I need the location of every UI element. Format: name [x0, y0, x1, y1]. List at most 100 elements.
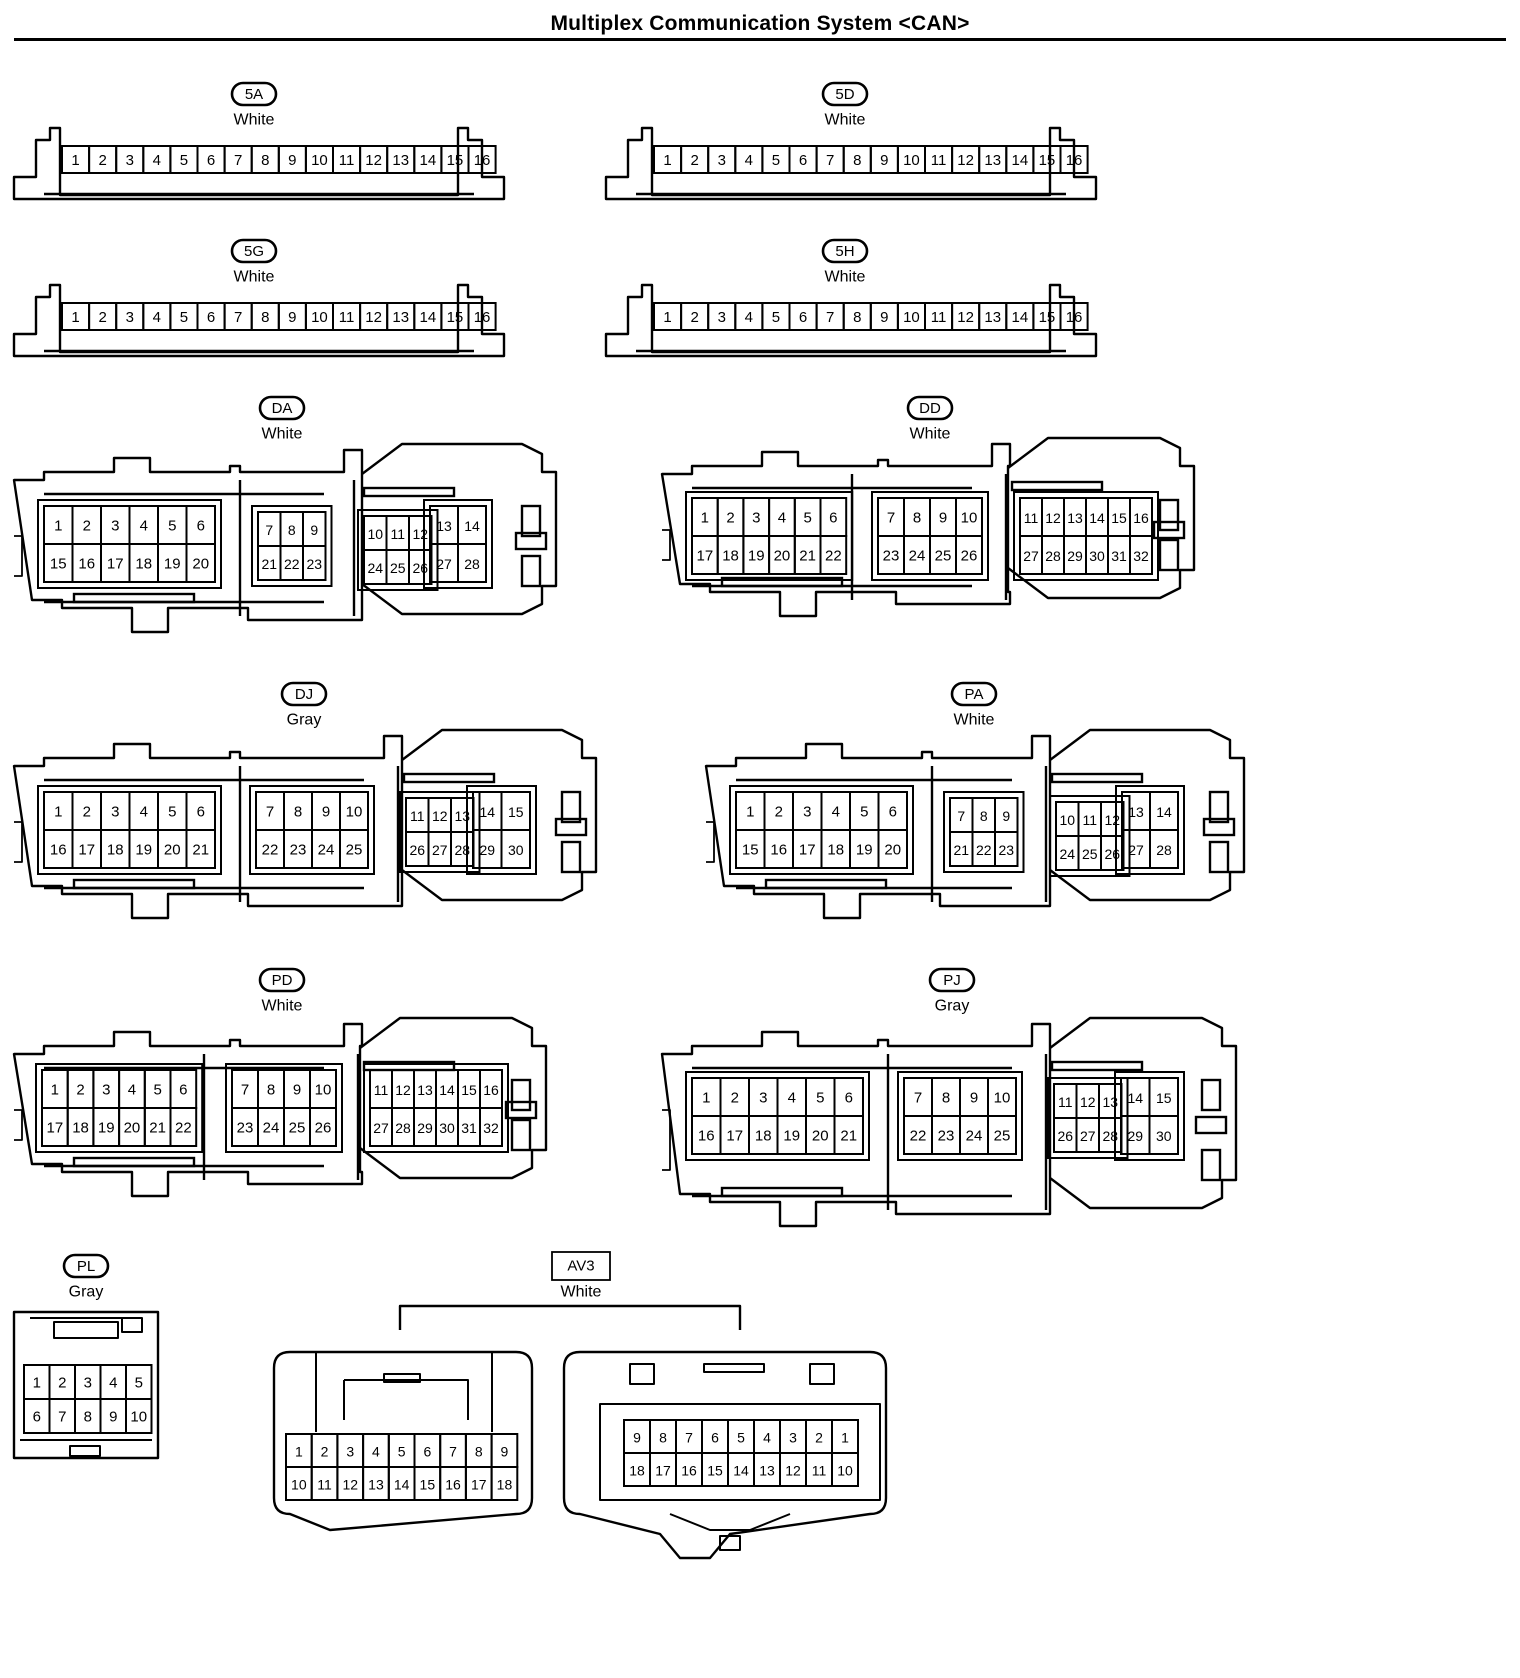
connector-color-label: White: [910, 426, 951, 443]
pin-cell: [467, 302, 497, 331]
pin-4: 4: [140, 518, 148, 535]
connector-housing: [12, 283, 506, 358]
pin-9: 9: [288, 152, 296, 169]
pin-15: 15: [1039, 309, 1056, 326]
pin-4: 4: [140, 804, 148, 821]
pin-cell: [185, 543, 216, 583]
pin-10: 10: [130, 1409, 147, 1426]
latch: [520, 554, 542, 588]
pin-28: 28: [395, 1120, 411, 1136]
pin-block-frame: [1047, 1077, 1129, 1159]
pin-7: 7: [265, 522, 273, 538]
rail: [72, 592, 196, 604]
connector-color-label: White: [234, 112, 275, 129]
pin-27: 27: [1023, 548, 1039, 564]
pin-21: 21: [149, 1120, 166, 1137]
pin-3: 3: [102, 1082, 110, 1099]
pin-15: 15: [461, 1082, 477, 1098]
connector-id-pj: PJ: [943, 972, 961, 989]
pin-21: 21: [261, 556, 277, 572]
connector-id-badge: [821, 238, 869, 264]
connector-housing: [20, 1439, 152, 1457]
pin-18: 18: [629, 1463, 645, 1479]
pin-18: 18: [107, 842, 124, 859]
pin-9: 9: [288, 309, 296, 326]
rail: [402, 772, 496, 784]
connector-housing: [272, 1350, 534, 1532]
latch: [1152, 520, 1186, 540]
pin-24: 24: [966, 1128, 983, 1145]
pin-cell: [1059, 302, 1089, 331]
pin-27: 27: [373, 1120, 389, 1136]
pin-22: 22: [262, 842, 279, 859]
pin-12: 12: [1080, 1094, 1096, 1110]
pin-24: 24: [318, 842, 335, 859]
pin-19: 19: [164, 556, 181, 573]
connector-id-box: [551, 1251, 611, 1281]
pin-25: 25: [289, 1120, 306, 1137]
pin-12: 12: [785, 1463, 801, 1479]
pin-block-frame: [423, 499, 493, 589]
latch: [514, 531, 548, 551]
latch: [560, 790, 582, 824]
pin-4: 4: [763, 1430, 771, 1446]
pin-14: 14: [394, 1477, 410, 1493]
latch: [504, 1100, 538, 1120]
rail: [1050, 1060, 1144, 1072]
pin-20: 20: [884, 842, 901, 859]
pin-14: 14: [439, 1082, 455, 1098]
pin-17: 17: [655, 1463, 671, 1479]
pin-6: 6: [33, 1409, 41, 1426]
pin-31: 31: [1111, 548, 1127, 564]
pin-13: 13: [392, 309, 409, 326]
connector-id-badge: [258, 967, 306, 993]
connector-id-badge: [928, 967, 976, 993]
connector-housing: [1049, 1016, 1238, 1210]
pin-9: 9: [880, 152, 888, 169]
pin-16: 16: [50, 842, 67, 859]
pin-5: 5: [168, 804, 176, 821]
pin-22: 22: [976, 842, 992, 858]
connector-housing: [14, 1109, 23, 1141]
pin-9: 9: [109, 1409, 117, 1426]
pin-19: 19: [856, 842, 873, 859]
pin-11: 11: [1082, 812, 1097, 828]
pin-2: 2: [98, 152, 106, 169]
pin-8: 8: [84, 1409, 92, 1426]
connector-housing: [1007, 436, 1196, 600]
pin-10: 10: [837, 1463, 853, 1479]
pin-11: 11: [339, 152, 355, 169]
pin-16: 16: [78, 556, 95, 573]
latch: [510, 1118, 532, 1152]
pin-15: 15: [742, 842, 759, 859]
pin-5: 5: [772, 152, 780, 169]
pin-16: 16: [770, 842, 787, 859]
pin-14: 14: [479, 804, 495, 820]
pin-cell: [169, 1107, 198, 1147]
pin-16: 16: [681, 1463, 697, 1479]
pin-2: 2: [775, 804, 783, 821]
pin-23: 23: [998, 842, 1014, 858]
pin-1: 1: [841, 1430, 849, 1446]
pin-block-frame: [357, 509, 439, 591]
pin-15: 15: [420, 1477, 436, 1493]
pin-2: 2: [690, 309, 698, 326]
pin-2: 2: [815, 1430, 823, 1446]
pin-5: 5: [180, 152, 188, 169]
pin-17: 17: [726, 1128, 743, 1145]
pin-10: 10: [311, 152, 328, 169]
connector-housing: [660, 442, 1012, 618]
pin-2: 2: [58, 1375, 66, 1392]
pin-28: 28: [464, 556, 480, 572]
pin-13: 13: [984, 309, 1001, 326]
pin-25: 25: [390, 560, 406, 576]
pin-cell: [479, 1107, 503, 1147]
title-rule: [14, 38, 1506, 41]
pin-17: 17: [78, 842, 95, 859]
pin-3: 3: [718, 309, 726, 326]
